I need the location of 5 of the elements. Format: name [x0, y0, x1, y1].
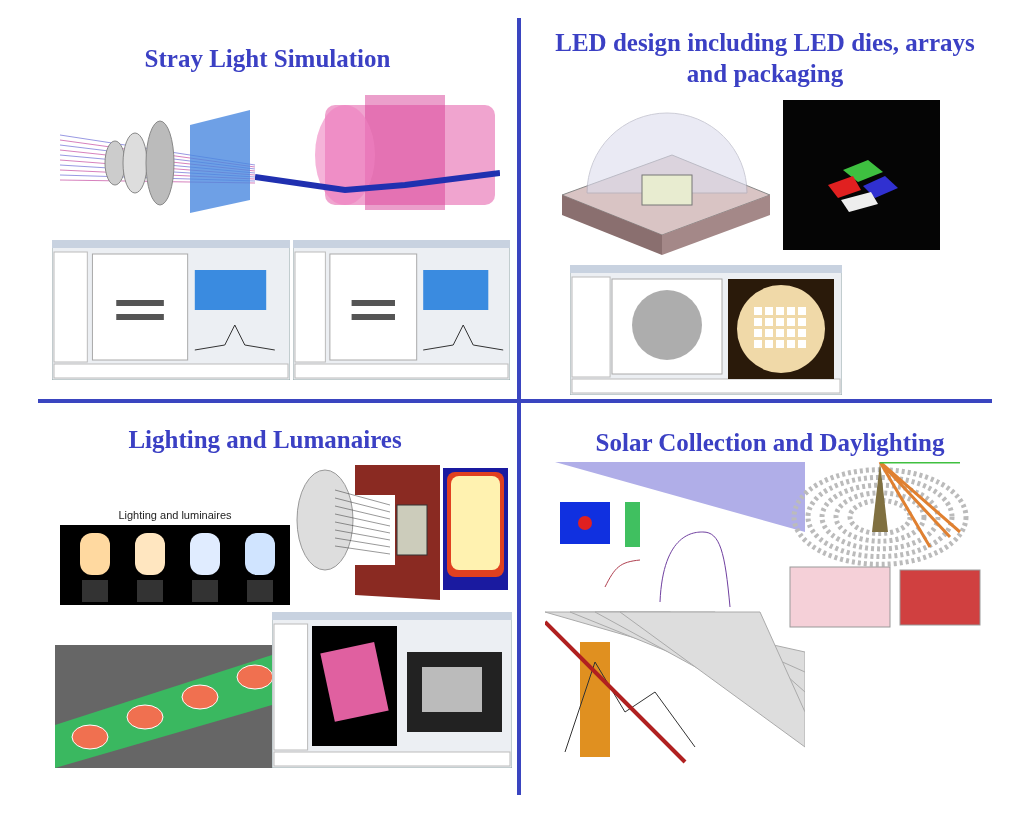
section-title: LED design including LED dies, arrays and packaging: [554, 28, 976, 89]
section-title: Solar Collection and Daylighting: [594, 428, 946, 458]
image-caption: Lighting and luminaires: [117, 509, 233, 521]
section-title: Lighting and Lumanaires: [127, 425, 403, 455]
section-title: Stray Light Simulation: [143, 44, 392, 74]
